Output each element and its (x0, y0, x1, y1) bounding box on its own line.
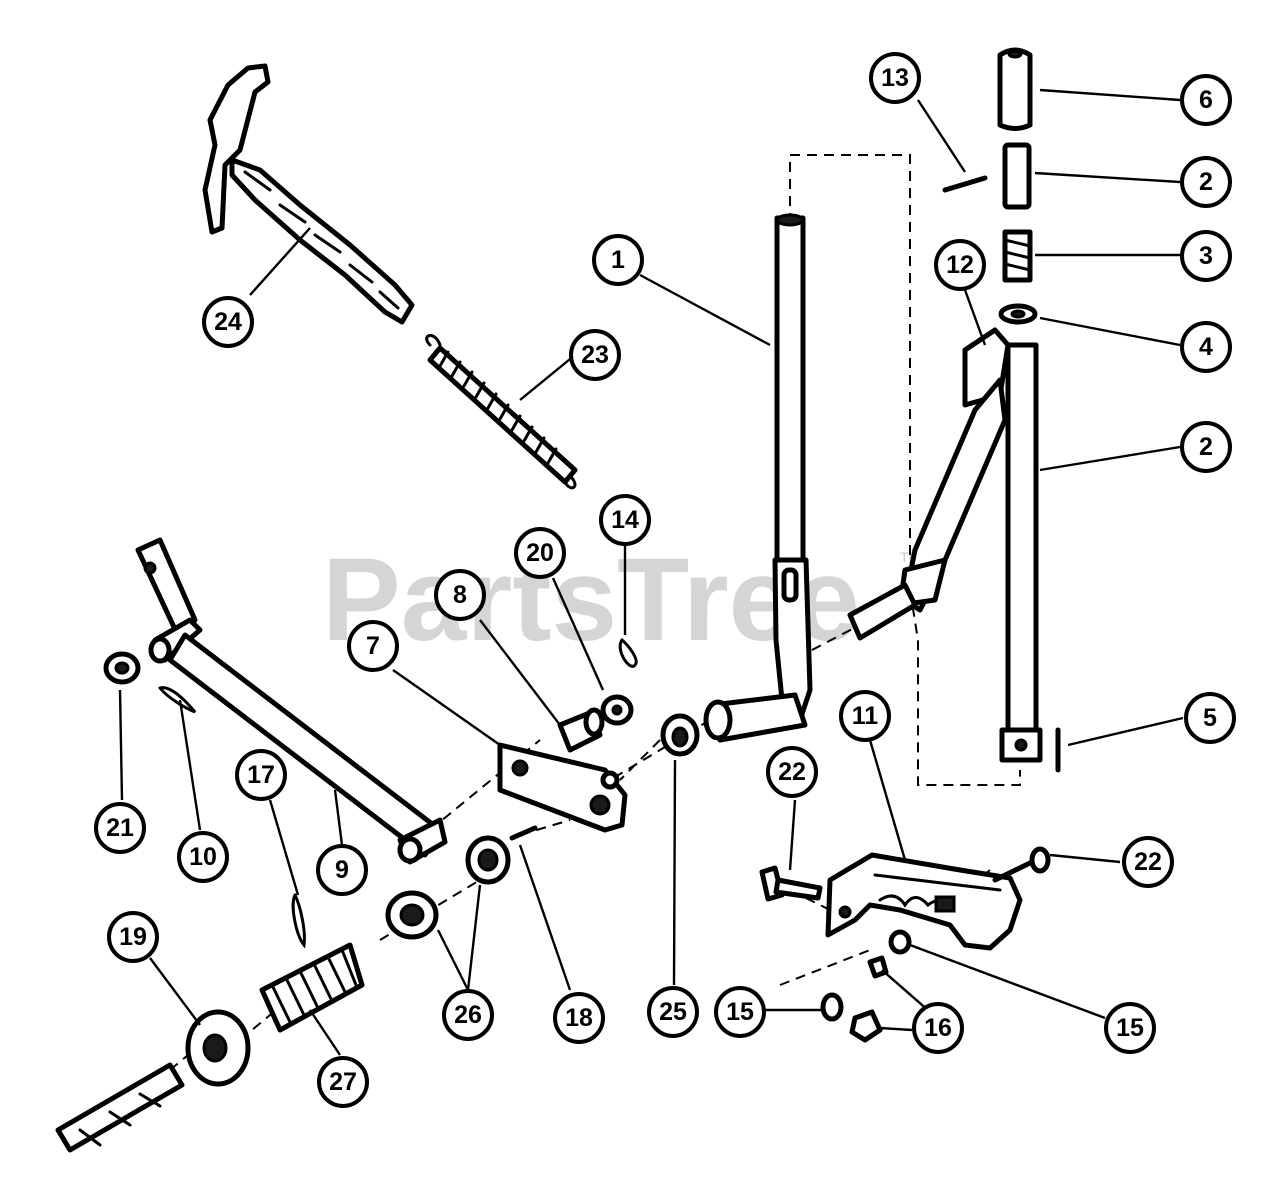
watermark: PartsTree (322, 534, 860, 666)
callout-15-left: 15 (714, 986, 766, 1038)
part-27-spring (259, 942, 365, 1033)
part-10-cotter-pin (158, 686, 197, 714)
callout-26: 26 (442, 989, 494, 1041)
callout-label: 15 (726, 998, 754, 1026)
callout-4: 4 (1180, 321, 1232, 373)
callout-25: 25 (647, 986, 699, 1038)
callout-27: 27 (317, 1056, 369, 1108)
callout-label: 3 (1199, 242, 1213, 270)
callout-label: 2 (1199, 168, 1213, 196)
callout-label: 13 (881, 64, 909, 92)
part-7-plate (497, 742, 628, 833)
part-24-hook-chain (202, 63, 415, 325)
part-17-cotter-pin (291, 893, 306, 949)
callout-label: 22 (778, 758, 806, 786)
part-6-knob (997, 47, 1033, 131)
part-13-pin (942, 175, 988, 193)
callout-label: 17 (247, 761, 275, 789)
part-25-washer (660, 713, 700, 757)
callout-2-lower: 2 (1180, 421, 1232, 473)
callout-23: 23 (569, 329, 621, 381)
part-15-washer-left (820, 992, 844, 1022)
callout-label: 27 (329, 1068, 357, 1096)
callout-8: 8 (434, 569, 486, 621)
part-2-lower-rod (999, 342, 1043, 763)
callout-2-upper: 2 (1180, 156, 1232, 208)
part-21-washer (103, 651, 141, 685)
callout-label: 9 (335, 856, 349, 884)
callout-10: 10 (177, 831, 229, 883)
part-19-washer (185, 1009, 251, 1087)
part-2-upper-rod (1002, 142, 1032, 210)
part-18-key (509, 825, 538, 841)
part-11-bracket (825, 852, 1023, 951)
shaft-bottom-left (55, 1062, 185, 1153)
callout-label: 25 (659, 998, 687, 1026)
callout-label: 8 (453, 581, 467, 609)
part-4-washer (998, 303, 1038, 325)
part-15-washer-right (888, 929, 912, 955)
callout-label: 4 (1199, 333, 1213, 361)
callout-label: 12 (946, 251, 974, 279)
callout-label: 15 (1116, 1014, 1144, 1042)
callout-12: 12 (934, 239, 986, 291)
callout-label: 26 (454, 1001, 482, 1029)
part-20-washer (600, 694, 634, 726)
callout-label: 11 (852, 702, 879, 730)
part-3-spring (1002, 229, 1033, 283)
callout-1: 1 (592, 234, 644, 286)
callout-15-right: 15 (1104, 1002, 1156, 1054)
part-9-rod (135, 537, 448, 865)
callout-label: 19 (119, 923, 147, 951)
callout-label: 20 (526, 539, 554, 567)
callout-label: 6 (1199, 86, 1213, 114)
callout-label: 14 (611, 506, 639, 534)
callout-24: 24 (202, 296, 254, 348)
callout-17: 17 (235, 749, 287, 801)
callout-label: 7 (366, 632, 380, 660)
callout-label: 23 (581, 341, 609, 369)
callout-label: 10 (189, 843, 217, 871)
callout-7: 7 (347, 620, 399, 672)
part-26-washers (385, 835, 511, 940)
part-14-cotter-pin (618, 638, 638, 668)
callout-19: 19 (107, 911, 159, 963)
callout-label: 22 (1134, 848, 1162, 876)
callout-5: 5 (1184, 692, 1236, 744)
callout-11: 11 (839, 690, 891, 742)
part-23-spring (425, 334, 578, 490)
callout-label: 24 (214, 308, 242, 336)
callout-20: 20 (514, 527, 566, 579)
callout-18: 18 (553, 992, 605, 1044)
callout-9: 9 (316, 844, 368, 896)
callout-label: 1 (611, 246, 625, 274)
callout-3: 3 (1180, 230, 1232, 282)
callout-label: 21 (106, 814, 134, 842)
part-22-bolt-left (759, 865, 823, 902)
part-1-lever (703, 213, 813, 743)
callout-label: 2 (1199, 433, 1213, 461)
callout-label: 5 (1203, 704, 1217, 732)
part-22-bolt-right (992, 846, 1051, 883)
callout-14: 14 (599, 494, 651, 546)
callout-22-left: 22 (766, 746, 818, 798)
callout-6: 6 (1180, 74, 1232, 126)
leader-lines (118, 88, 1184, 1056)
callout-label: 18 (565, 1004, 593, 1032)
callout-label: 16 (924, 1014, 952, 1042)
callout-22-right: 22 (1122, 836, 1174, 888)
callout-16: 16 (912, 1002, 964, 1054)
part-12-pedal-arm (847, 327, 1011, 641)
callout-21: 21 (94, 802, 146, 854)
part-8-bushing (557, 707, 605, 753)
callout-13: 13 (869, 52, 921, 104)
